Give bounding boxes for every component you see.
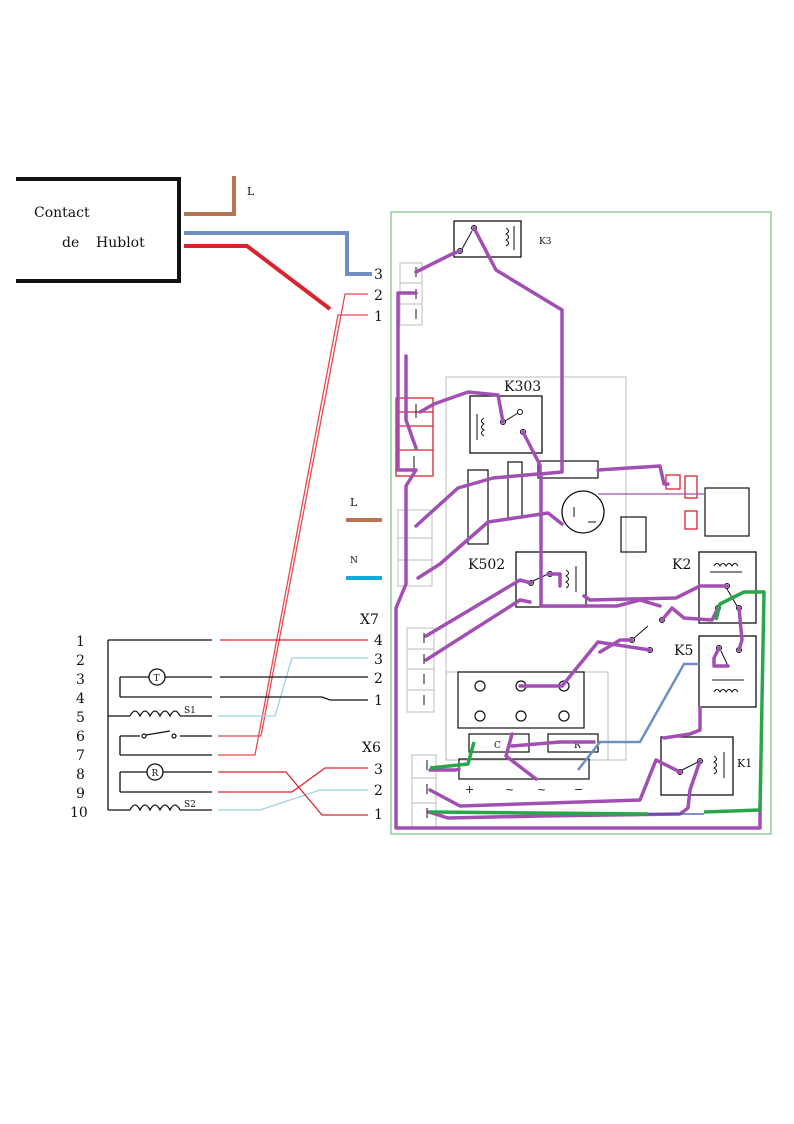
board-label-tilde2: ~ bbox=[537, 783, 546, 796]
wire-x7-1 bbox=[220, 696, 368, 701]
left-component-network bbox=[107, 639, 212, 811]
thermostat-label: T bbox=[154, 674, 160, 684]
relay-k1-label: K1 bbox=[737, 757, 752, 770]
top-terminal-3: 3 bbox=[374, 267, 383, 283]
switch-icon bbox=[140, 730, 180, 739]
supply-label-n-mid: N bbox=[350, 556, 358, 566]
contact-label-line2: de bbox=[62, 235, 79, 251]
left-terminal-8: 8 bbox=[76, 767, 85, 783]
x6-pin-2: 2 bbox=[374, 783, 383, 799]
wires-blue-pcb bbox=[577, 662, 699, 771]
coil-s1-icon: S1 bbox=[129, 706, 196, 718]
wire-thin-red-1 bbox=[218, 314, 368, 756]
top-terminal-2: 2 bbox=[374, 288, 383, 304]
wire-brown-L bbox=[184, 176, 236, 216]
wire-x6-2 bbox=[218, 789, 368, 811]
relay-k1: K1 bbox=[660, 736, 752, 796]
wire-x6-3 bbox=[218, 767, 368, 793]
board-label-minus: − bbox=[574, 783, 583, 796]
resistor-symbol: R bbox=[146, 763, 164, 781]
supply-label-l-top: L bbox=[247, 185, 255, 198]
left-terminal-6: 6 bbox=[76, 729, 85, 745]
pcb-frame bbox=[390, 211, 772, 835]
left-terminal-10: 10 bbox=[70, 805, 88, 821]
relay-k303-label: K303 bbox=[504, 379, 541, 395]
relay-k5: K5 bbox=[674, 635, 757, 708]
relay-k3: K3 bbox=[453, 220, 552, 258]
relay-k303: K303 bbox=[469, 379, 543, 454]
contact-label-line3: Hublot bbox=[96, 235, 145, 251]
x7-label: X7 bbox=[360, 612, 379, 628]
board-label-tilde1: ~ bbox=[505, 783, 514, 796]
pcb-red-block bbox=[395, 397, 698, 530]
left-terminal-9: 9 bbox=[76, 786, 85, 802]
left-terminal-3: 3 bbox=[76, 672, 85, 688]
coil-s2-label: S2 bbox=[184, 800, 196, 810]
x7-pin-1: 1 bbox=[374, 693, 383, 709]
resistor-label: R bbox=[152, 769, 159, 779]
wire-blue-contact bbox=[184, 231, 372, 276]
pcb-red-ticks bbox=[413, 404, 417, 470]
pcb-gray-outlines bbox=[397, 262, 627, 828]
x7-pin-4: 4 bbox=[374, 633, 383, 649]
x6-pin-3: 3 bbox=[374, 762, 383, 778]
thermostat-symbol: T bbox=[148, 668, 166, 686]
board-label-c: C bbox=[494, 741, 501, 751]
left-terminal-7: 7 bbox=[76, 748, 85, 764]
coil-s1-label: S1 bbox=[184, 706, 196, 716]
left-terminal-5: 5 bbox=[76, 710, 85, 726]
door-contact-box: Contact de Hublot bbox=[16, 177, 181, 283]
x7-pin-3: 3 bbox=[374, 652, 383, 668]
x6-label: X6 bbox=[362, 740, 381, 756]
top-terminal-1: 1 bbox=[374, 309, 383, 325]
wires-purple bbox=[394, 226, 762, 830]
relay-k5-label: K5 bbox=[674, 643, 693, 659]
motor-icon bbox=[561, 490, 605, 534]
left-terminal-4: 4 bbox=[76, 691, 85, 707]
coil-s2-icon: S2 bbox=[129, 800, 196, 812]
relay-k2-label: K2 bbox=[672, 557, 691, 573]
left-terminal-1: 1 bbox=[76, 634, 85, 650]
contact-label-line1: Contact bbox=[34, 205, 90, 221]
wires-green bbox=[429, 590, 766, 816]
board-label-r: R bbox=[574, 741, 581, 751]
wire-x7-3 bbox=[218, 657, 368, 717]
relay-k502-label: K502 bbox=[468, 557, 505, 573]
left-terminal-labels: 1 2 3 4 5 6 7 8 9 10 bbox=[70, 634, 88, 821]
left-terminal-2: 2 bbox=[76, 653, 85, 669]
wire-red-contact bbox=[184, 244, 332, 311]
x6-pin-1: 1 bbox=[374, 807, 383, 823]
pcb-terminal-ticks bbox=[415, 267, 428, 818]
x7-pin-2: 2 bbox=[374, 671, 383, 687]
relay-k3-label: K3 bbox=[539, 237, 552, 247]
board-label-plus: + bbox=[465, 783, 474, 796]
wire-x6-1 bbox=[218, 771, 368, 816]
wire-thin-red-2 bbox=[218, 293, 368, 737]
supply-label-l-mid: L bbox=[350, 496, 358, 509]
